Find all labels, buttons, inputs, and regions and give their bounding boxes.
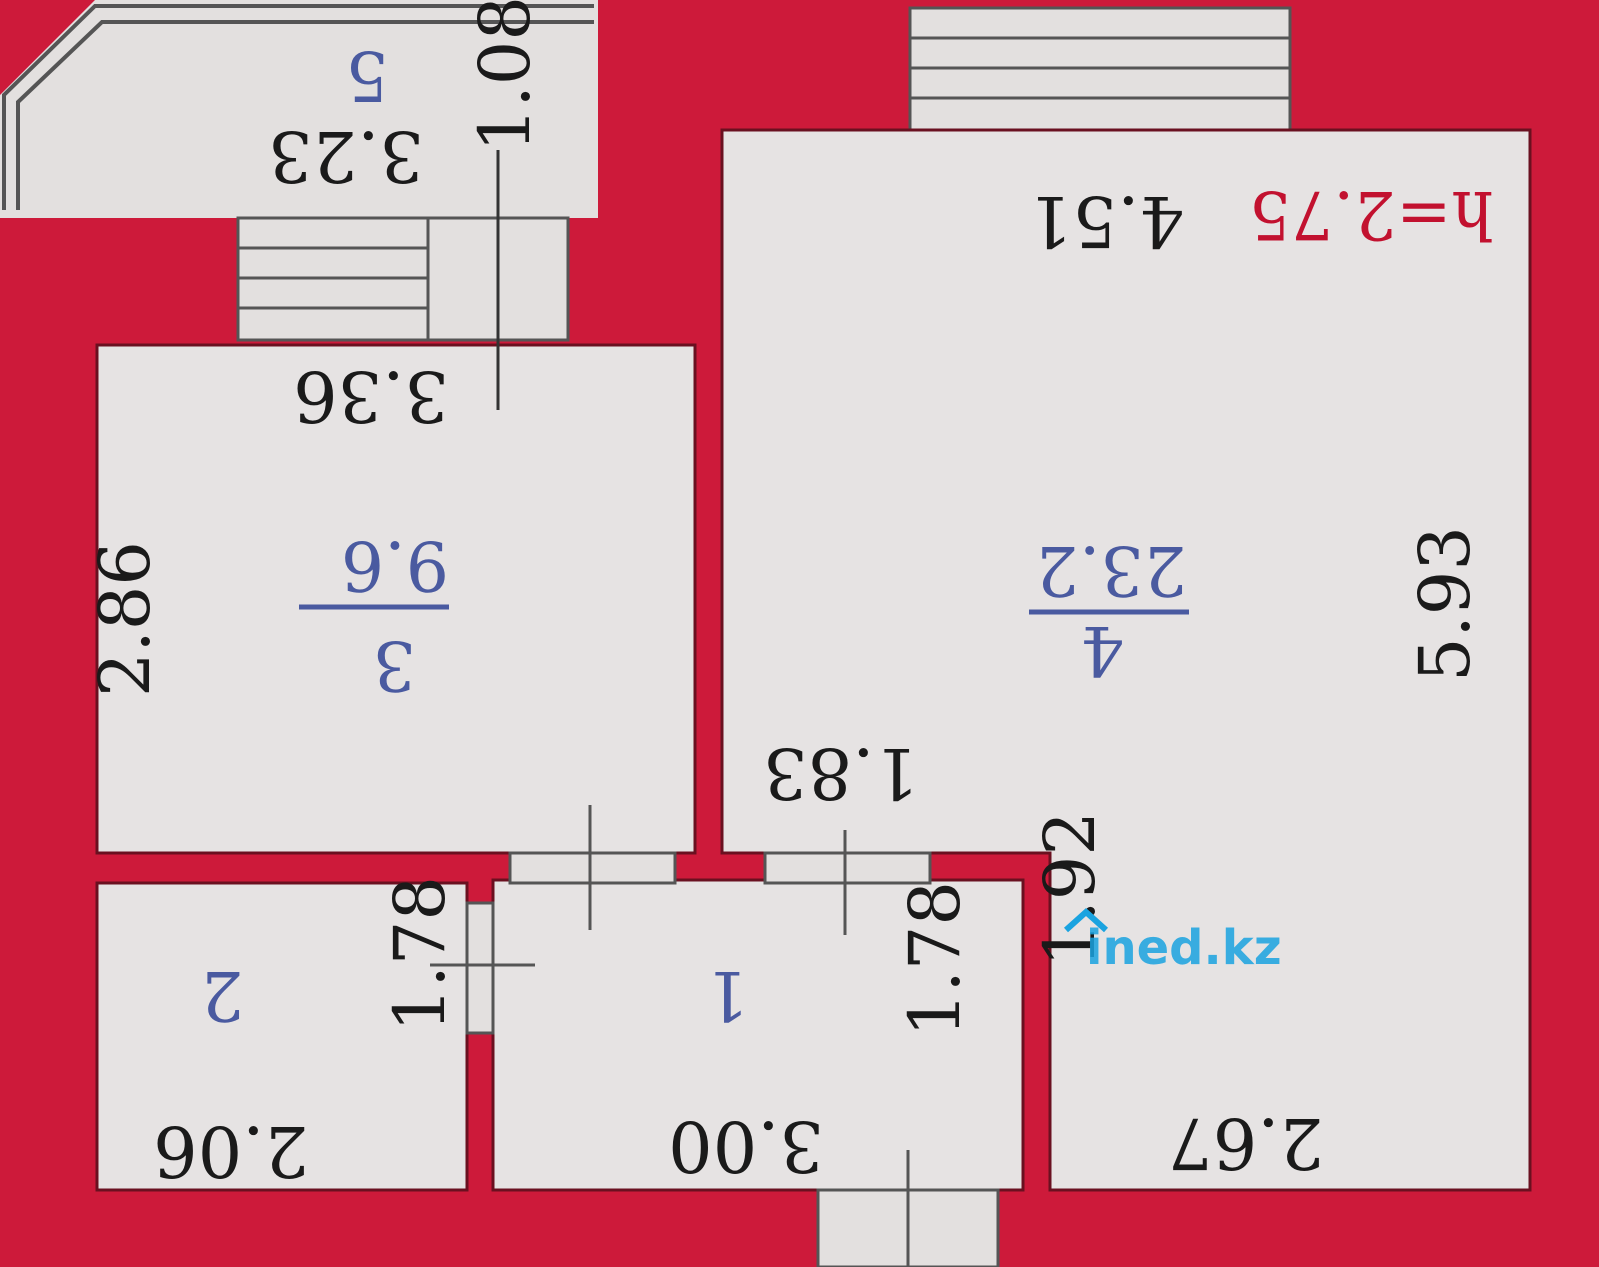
dim-bath-side: 1.78 (379, 876, 461, 1032)
room-1-floor (491, 878, 1025, 1192)
dim-room3-side: 2.86 (84, 541, 166, 697)
dim-hall-side: 1.78 (894, 881, 976, 1037)
room-2-floor (95, 881, 469, 1192)
room-4-floor (720, 128, 1532, 1192)
room-3-floor (95, 343, 697, 855)
dim-balcony-depth: 1.08 (464, 0, 546, 152)
dim-balcony-width: 3.23 (268, 115, 424, 197)
watermark: ined.kz (1063, 907, 1282, 976)
room-1-number: 1 (706, 955, 749, 1034)
dim-room3-top: 3.36 (293, 355, 449, 437)
room-3-area: 9.6 (341, 525, 449, 604)
dim-living-top: 4.51 (1028, 180, 1184, 262)
room-4-number: 4 (1081, 610, 1124, 689)
dim-hall-bottom: 3.00 (668, 1105, 824, 1187)
room-5-number: 5 (346, 35, 389, 114)
dim-living-door: 1.83 (763, 732, 919, 814)
door-room3 (508, 851, 677, 885)
balcony-floor (0, 0, 598, 218)
dim-living-step: 1.92 (1029, 811, 1111, 967)
dim-living-bottom: 2.67 (1168, 1102, 1324, 1184)
ceiling-height-label: h=2.75 (1249, 176, 1494, 253)
room-2-number: 2 (201, 955, 244, 1034)
balcony-rail-inner (16, 20, 594, 210)
home-icon (1063, 907, 1109, 933)
plan-labels: h=2.75 4.51 5.93 4 23.2 1.83 2.67 1.92 3… (84, 0, 1494, 1192)
door-bath (465, 901, 495, 1035)
watermark-text: ined.kz (1086, 920, 1282, 976)
room-4-area: 23.2 (1036, 530, 1187, 609)
balcony-rail (2, 4, 594, 210)
dim-living-side: 5.93 (1404, 526, 1486, 682)
door-room4 (763, 851, 932, 885)
dim-bath-bottom: 2.06 (153, 1110, 309, 1192)
room-3-number: 3 (373, 625, 416, 704)
